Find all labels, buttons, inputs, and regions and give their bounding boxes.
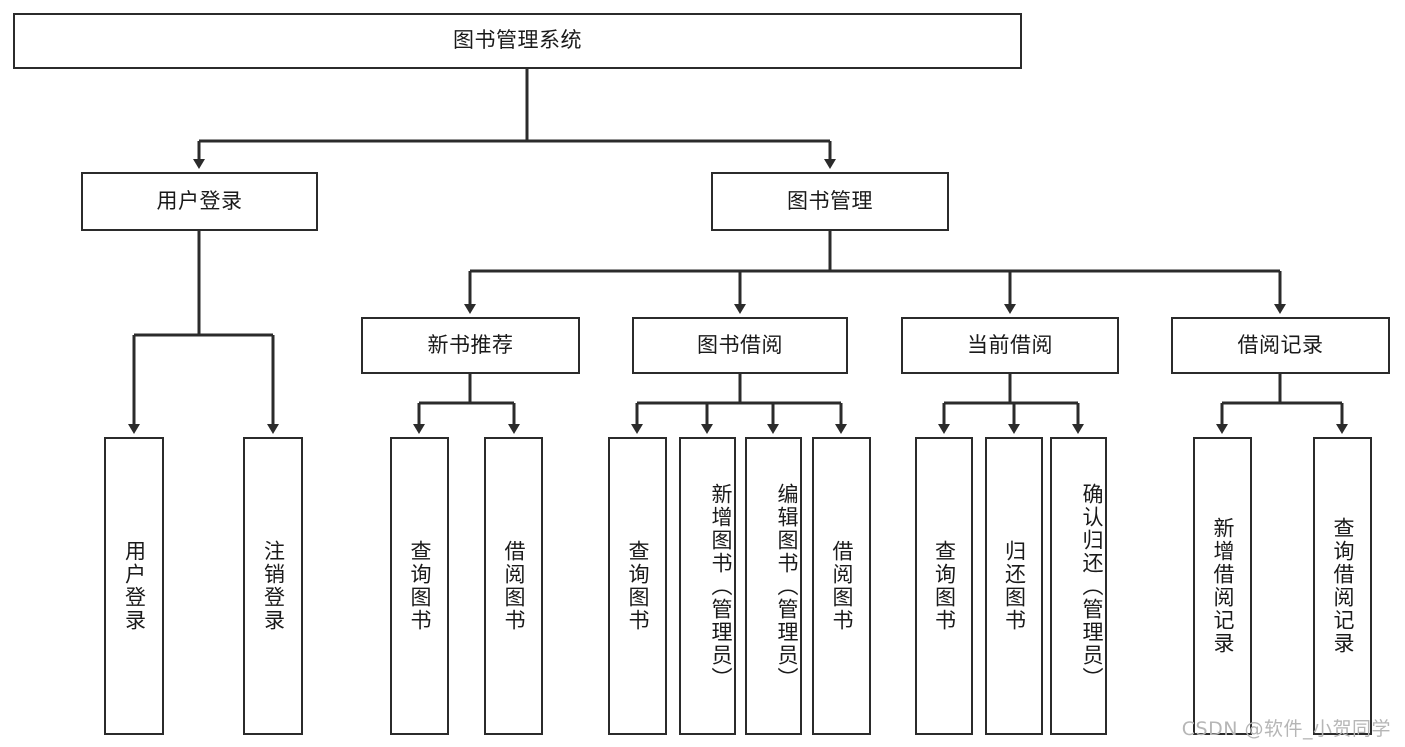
leaf-label: 确认归还（管理员）: [1080, 482, 1104, 690]
leaf-label: 用户登录: [122, 540, 147, 632]
leaf-add-record[interactable]: 新增借阅记录: [1193, 437, 1252, 735]
leaf-query-book-1[interactable]: 查询图书: [390, 437, 449, 735]
leaf-logout[interactable]: 注销登录: [243, 437, 303, 735]
node-new-book-recommend[interactable]: 新书推荐: [361, 317, 580, 374]
leaf-borrow-book-1[interactable]: 借阅图书: [484, 437, 543, 735]
leaf-label: 查询图书: [625, 540, 650, 632]
node-root[interactable]: 图书管理系统: [13, 13, 1022, 69]
node-user-login[interactable]: 用户登录: [81, 172, 318, 231]
leaf-label: 借阅图书: [829, 540, 854, 632]
leaf-return-book[interactable]: 归还图书: [985, 437, 1043, 735]
leaf-query-record[interactable]: 查询借阅记录: [1313, 437, 1372, 735]
leaf-edit-book[interactable]: 编辑图书（管理员）: [745, 437, 802, 735]
leaf-label: 查询图书: [407, 540, 432, 632]
leaf-label: 编辑图书（管理员）: [775, 482, 799, 690]
node-book-manage[interactable]: 图书管理: [711, 172, 949, 231]
leaf-borrow-book-2[interactable]: 借阅图书: [812, 437, 871, 735]
leaf-confirm-return[interactable]: 确认归还（管理员）: [1050, 437, 1107, 735]
leaf-label: 查询图书: [932, 540, 957, 632]
leaf-label: 注销登录: [261, 540, 286, 632]
leaf-user-login[interactable]: 用户登录: [104, 437, 164, 735]
leaf-label: 新增图书（管理员）: [709, 482, 733, 690]
leaf-label: 查询借阅记录: [1330, 517, 1355, 655]
leaf-query-book-2[interactable]: 查询图书: [608, 437, 667, 735]
leaf-label: 借阅图书: [501, 540, 526, 632]
leaf-add-book[interactable]: 新增图书（管理员）: [679, 437, 736, 735]
leaf-label: 归还图书: [1002, 540, 1027, 632]
leaf-query-book-3[interactable]: 查询图书: [915, 437, 973, 735]
leaf-label: 新增借阅记录: [1210, 517, 1235, 655]
node-borrow-record[interactable]: 借阅记录: [1171, 317, 1390, 374]
node-book-borrow[interactable]: 图书借阅: [632, 317, 848, 374]
node-current-borrow[interactable]: 当前借阅: [901, 317, 1119, 374]
